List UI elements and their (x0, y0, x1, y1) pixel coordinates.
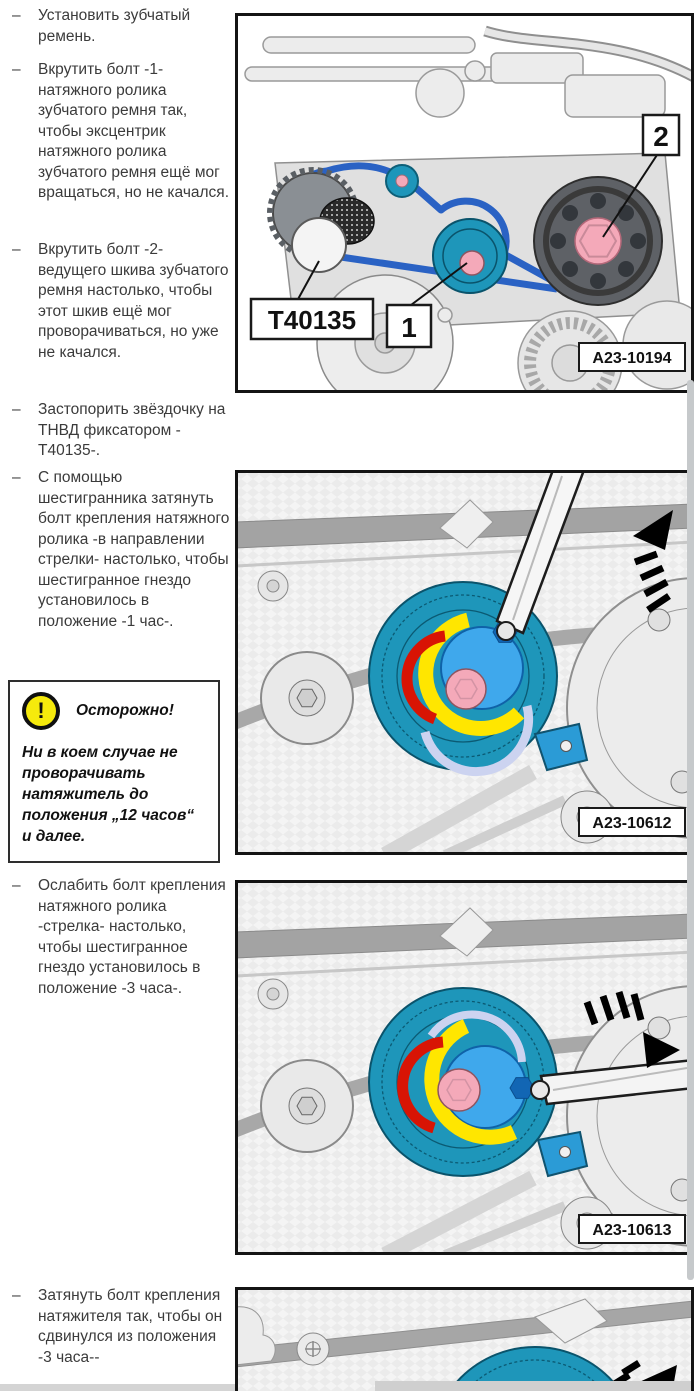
figure3-svg: A23-10613 (232, 880, 694, 1263)
bullet-dash: – (12, 469, 21, 486)
figure4-background-parts (234, 1298, 694, 1368)
bullet-dash: – (12, 877, 21, 894)
figure-code: A23-10194 (592, 350, 671, 367)
yellow-marking (424, 1019, 518, 1145)
figure1-frame (235, 13, 694, 393)
instruction-item: – Затянуть болт крепления натяжителя так… (12, 1286, 230, 1368)
figure-next-partial (234, 1287, 694, 1391)
figure-tensioner-tighten: A23-10612 (232, 468, 694, 862)
center-bolt (437, 1068, 481, 1112)
instruction-text: Установить зубчатый ремень. (38, 7, 191, 45)
instruction-item: – Вкрутить болт -1- натяжного ролика зуб… (12, 60, 230, 204)
instruction-text: Вкрутить болт -1- натяжного ролика зубча… (38, 61, 230, 201)
bullet-dash: – (12, 7, 21, 24)
instruction-item: – Ослабить болт крепления натяжного роли… (12, 876, 230, 999)
rotation-arrow (633, 510, 673, 613)
figure-tensioner-loosen: A23-10613 (232, 880, 694, 1263)
bullet-dash: – (12, 241, 21, 258)
hex-key-tool (530, 1058, 694, 1106)
warning-header: ! Осторожно! (22, 692, 206, 730)
rotation-arrow (583, 990, 680, 1068)
figure2-svg: A23-10612 (232, 468, 694, 862)
instruction-text: Вкрутить болт -2- ведущего шкива зубчато… (38, 241, 229, 361)
center-bolt (445, 668, 487, 710)
instruction-text: Ослабить болт крепления натяжного ролика… (38, 877, 226, 997)
warning-title: Осторожно! (76, 702, 174, 719)
warning-body: Ни в коем случае не проворачивать натяжи… (22, 744, 195, 845)
exclamation-circle-icon: ! (22, 692, 60, 730)
figure1-svg: T40135 1 2 A23-10194 (235, 13, 694, 416)
instruction-item: – Вкрутить болт -2- ведущего шкива зубча… (12, 240, 230, 363)
scrollbar-thumb[interactable] (687, 380, 694, 1280)
instruction-item: – Застопорить звёздочку на ТНВД фиксатор… (12, 400, 230, 462)
bullet-dash: – (12, 1287, 21, 1304)
locking-tool-t40135 (291, 197, 375, 273)
leader-lines (296, 154, 658, 306)
instruction-text: Затянуть болт крепления натяжителя так, … (38, 1287, 223, 1366)
lavender-marking (427, 1010, 526, 1063)
figure4-frame (235, 1287, 694, 1391)
figure4-svg (234, 1287, 694, 1391)
figure4-bottom-band (375, 1381, 694, 1391)
warning-box: ! Осторожно! Ни в коем случае не провора… (8, 680, 220, 863)
figure1-callouts: T40135 1 2 A23-10194 (249, 113, 686, 372)
instruction-item: – С помощью шестигранника затянуть болт … (12, 468, 230, 632)
bullet-dash: – (12, 401, 21, 418)
bullet-dash: – (12, 61, 21, 78)
figure3-code-label: A23-10613 (578, 1214, 686, 1244)
callout-2: 2 (653, 121, 669, 152)
tensioner-assembly (368, 987, 589, 1178)
figure-code: A23-10613 (592, 1222, 671, 1239)
instruction-item: – Установить зубчатый ремень. (12, 6, 230, 47)
instruction-text: Застопорить звёздочку на ТНВД фиксатором… (38, 401, 226, 459)
tensioner-pulley (432, 218, 508, 294)
idler-pulley (385, 164, 419, 198)
belt-top-run (325, 162, 555, 285)
red-marking (397, 1036, 444, 1134)
instruction-text: С помощью шестигранника затянуть болт кр… (38, 469, 230, 630)
hex-socket (509, 1077, 535, 1099)
drive-pulley (533, 176, 663, 306)
tensioner-top-arc (448, 1346, 622, 1391)
figure-timing-belt-overview: T40135 1 2 A23-10194 (235, 13, 694, 416)
lavender-marking (420, 704, 534, 777)
red-marking (401, 630, 446, 725)
callout-t40135: T40135 (268, 305, 356, 335)
callout-1: 1 (401, 312, 417, 343)
figure2-code-label: A23-10612 (578, 807, 686, 837)
figure3-background-parts (232, 907, 694, 1263)
figure-code: A23-10612 (592, 815, 671, 832)
